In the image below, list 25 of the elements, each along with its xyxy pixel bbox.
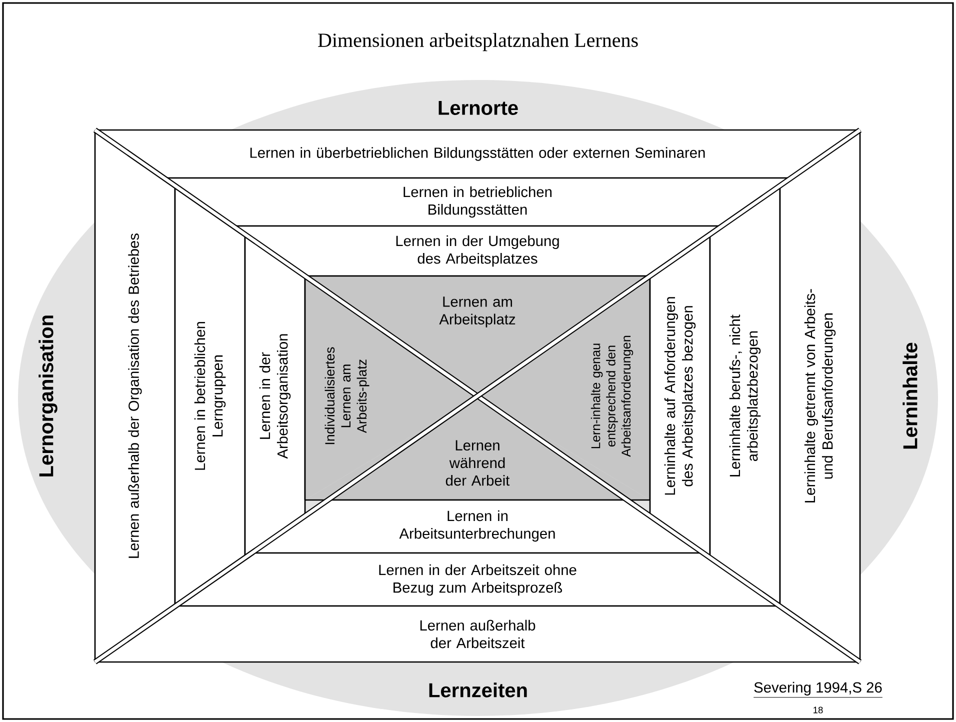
axis-label: Lerninhalte [902, 342, 918, 449]
band: Lernen in betrieblichen Lerngruppen [174, 186, 246, 606]
band: Lernen in der Arbeitsorganisation [244, 234, 306, 558]
node-label: Lerninhalte berufs-, nicht arbeitsplatzbezogen [729, 314, 761, 476]
band: Lernen in Arbeitsunterbrechungen [252, 499, 704, 554]
title: Dimensionen arbeitsplatznahen Lernens [318, 32, 638, 52]
band: Lerninhalte auf Anforderungen des Arbeitsplatzes bezogen [649, 234, 711, 558]
band: Lernen in betrieblichen Bildungsstätten [164, 177, 791, 227]
axis-label: Lernorganisation [38, 316, 58, 476]
axis-label: Lernzeiten [429, 682, 527, 698]
band: Lernen in der Umgebung des Arbeitsplatzes [233, 225, 722, 277]
source-note: Severing 1994,S 26 [753, 682, 883, 698]
band: Lernen außerhalb der Organisation des Betriebes [94, 130, 176, 662]
band: Lernen in der Arbeitszeit ohne Bezug zum Arbeitsprozeß [176, 552, 780, 607]
page-number: 18 [814, 706, 823, 714]
node-label: Lernen in betrieblichen Bildungsstätten [404, 186, 552, 218]
band: Lernen außerhalb der Arbeitszeit [95, 605, 860, 663]
node-label: Lernen in Arbeitsunterbrechungen [399, 510, 555, 542]
band: Lerninhalte getrennt von Arbeits- und Berufsanforderungen [779, 130, 861, 662]
node-label: Lernen in betrieblichen Lerngruppen [194, 322, 226, 470]
node-label: Lernen in der Arbeitsorganisation [259, 334, 291, 459]
band: Lerninhalte berufs-, nicht arbeitsplatzbezogen [709, 186, 781, 606]
node-label: Lernen in der Umgebung des Arbeitsplatzes [396, 235, 559, 267]
node-label: Lerninhalte auf Anforderungen des Arbeitsplatzes bezogen [664, 297, 696, 495]
node-label: Lernen in der Arbeitszeit ohne Bezug zum Arbeitsprozeß [379, 564, 576, 596]
